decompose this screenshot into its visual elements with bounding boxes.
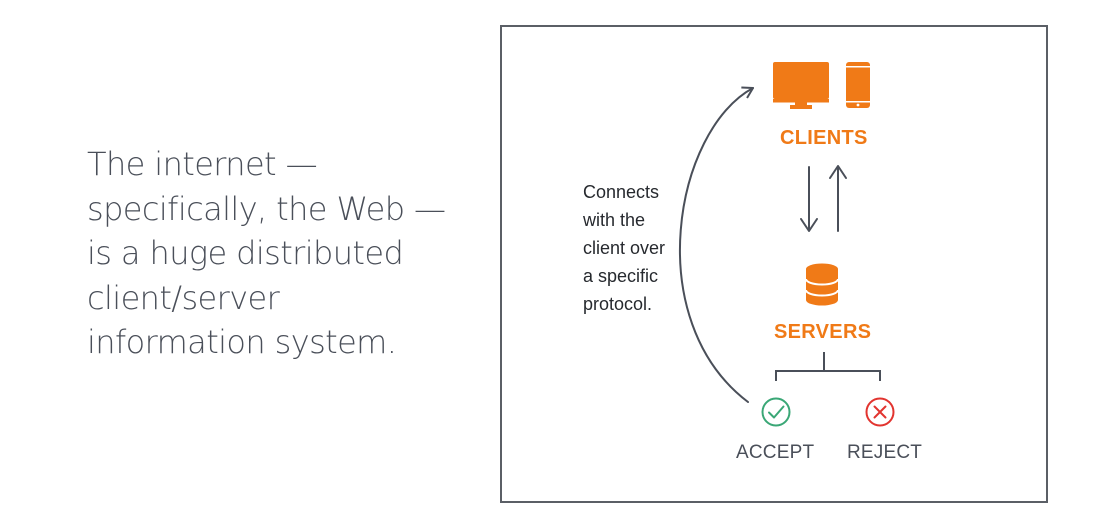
reject-label: REJECT: [847, 442, 923, 463]
note-line: protocol.: [583, 294, 653, 314]
caption-line: specifically, the Web —: [87, 189, 446, 228]
caption: The internet — specifically, the Web — i…: [87, 142, 467, 365]
caption-line: information system.: [87, 323, 397, 361]
database-icon: [805, 263, 839, 306]
up-arrow: [829, 165, 847, 232]
diagram-frame: [500, 25, 1048, 503]
clients-label: CLIENTS: [780, 127, 868, 149]
caption-line: client/server: [87, 278, 280, 317]
down-arrow: [800, 166, 818, 232]
accept-label: ACCEPT: [736, 442, 815, 463]
x-circle-icon: [865, 397, 895, 427]
note-line: client over: [583, 238, 666, 258]
check-circle-icon: [761, 397, 791, 427]
caption-line: The internet —: [87, 145, 318, 183]
outcome-bracket: [775, 352, 881, 381]
monitor-icon: [773, 62, 829, 109]
servers-label: SERVERS: [774, 321, 872, 343]
caption-line: is a huge distributed: [87, 234, 404, 272]
note-line: a specific: [583, 266, 659, 286]
connect-curve-arrow: [679, 86, 754, 403]
note-line: with the: [583, 210, 646, 230]
note-line: Connects: [583, 182, 660, 202]
connection-note: Connects with the client over a specific…: [583, 178, 703, 318]
client-server-arrows: [800, 165, 847, 232]
phone-icon: [846, 62, 870, 108]
